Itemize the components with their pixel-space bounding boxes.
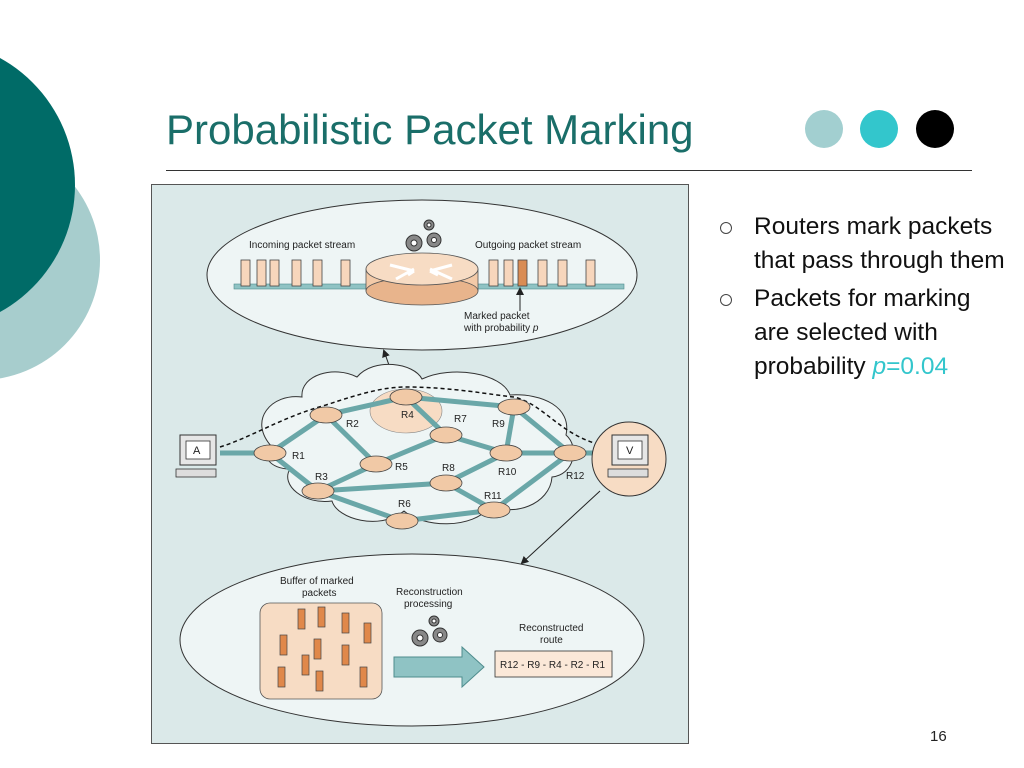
- dot-cyan: [860, 110, 898, 148]
- route-label-1: Reconstructed: [519, 623, 583, 634]
- incoming-packets: [240, 259, 351, 287]
- route-box: [494, 650, 613, 678]
- router-label: R12: [566, 471, 585, 482]
- decorative-dots: [805, 110, 955, 150]
- recon-label-1: Reconstruction: [396, 587, 463, 598]
- router-label: R9: [492, 419, 505, 430]
- dot-black: [916, 110, 954, 148]
- big-router-icon: [365, 252, 479, 306]
- router-label: R7: [454, 414, 467, 425]
- bullet-text: Packets for marking are selected with pr…: [754, 285, 971, 380]
- router-label: R2: [346, 419, 359, 430]
- ppm-diagram: Incoming packet stream Outgoing packet s…: [151, 184, 689, 744]
- buffer-label-2: packets: [302, 588, 336, 599]
- circle-bullet-icon: [720, 294, 732, 306]
- slide-title: Probabilistic Packet Marking: [166, 106, 694, 153]
- attacker-label: A: [193, 445, 201, 457]
- incoming-stream-label: Incoming packet stream: [249, 240, 355, 251]
- attacker-host-icon: A: [175, 434, 217, 478]
- route-label-2: route: [540, 635, 563, 646]
- router-label: R11: [484, 491, 502, 502]
- router-labels: R1 R2 R3 R4 R5 R6 R7 R8 R9 R10 R11 R12: [292, 410, 585, 510]
- bullet-item: Routers mark packets that pass through t…: [720, 210, 1010, 278]
- buffered-packets: [277, 606, 372, 692]
- router-label: R1: [292, 451, 305, 462]
- decorative-circles: [0, 58, 100, 379]
- outgoing-stream-label: Outgoing packet stream: [475, 240, 581, 251]
- router-label: R10: [498, 467, 517, 478]
- reconstruction-panel: Buffer of marked packets Reconstruction …: [179, 553, 645, 727]
- router-detail-panel: Incoming packet stream Outgoing packet s…: [206, 199, 638, 351]
- bullet-item: Packets for marking are selected with pr…: [720, 282, 1010, 384]
- router-label: R5: [395, 462, 408, 473]
- router-label: R6: [398, 499, 411, 510]
- attack-path: [219, 386, 613, 448]
- gears-icon: [405, 219, 442, 252]
- dot-light: [805, 110, 843, 148]
- page-number: 16: [930, 728, 947, 745]
- probability-variable: p: [872, 353, 887, 380]
- victim-label: V: [626, 445, 634, 457]
- router-label: R3: [315, 472, 328, 483]
- bullet-list: Routers mark packets that pass through t…: [720, 210, 1010, 388]
- buffer-label-1: Buffer of marked: [280, 576, 354, 587]
- router-label: R4: [401, 410, 414, 421]
- title-divider: [166, 170, 972, 171]
- marked-packet-label-1: Marked packet: [464, 311, 530, 322]
- victim-host-icon: V: [591, 421, 667, 497]
- probability-value: =0.04: [886, 353, 949, 380]
- outgoing-packets: [488, 259, 596, 287]
- bullet-text: Routers mark packets that pass through t…: [754, 213, 1005, 274]
- router-label: R8: [442, 463, 455, 474]
- routers: [253, 388, 587, 530]
- arrow-right-icon: [393, 645, 485, 689]
- reconstructed-route: R12 - R9 - R4 - R2 - R1: [500, 660, 605, 671]
- recon-label-2: processing: [404, 599, 452, 610]
- marked-packet-label-2: with probability p: [463, 323, 539, 334]
- gears-icon: [411, 615, 448, 647]
- circle-bullet-icon: [720, 222, 732, 234]
